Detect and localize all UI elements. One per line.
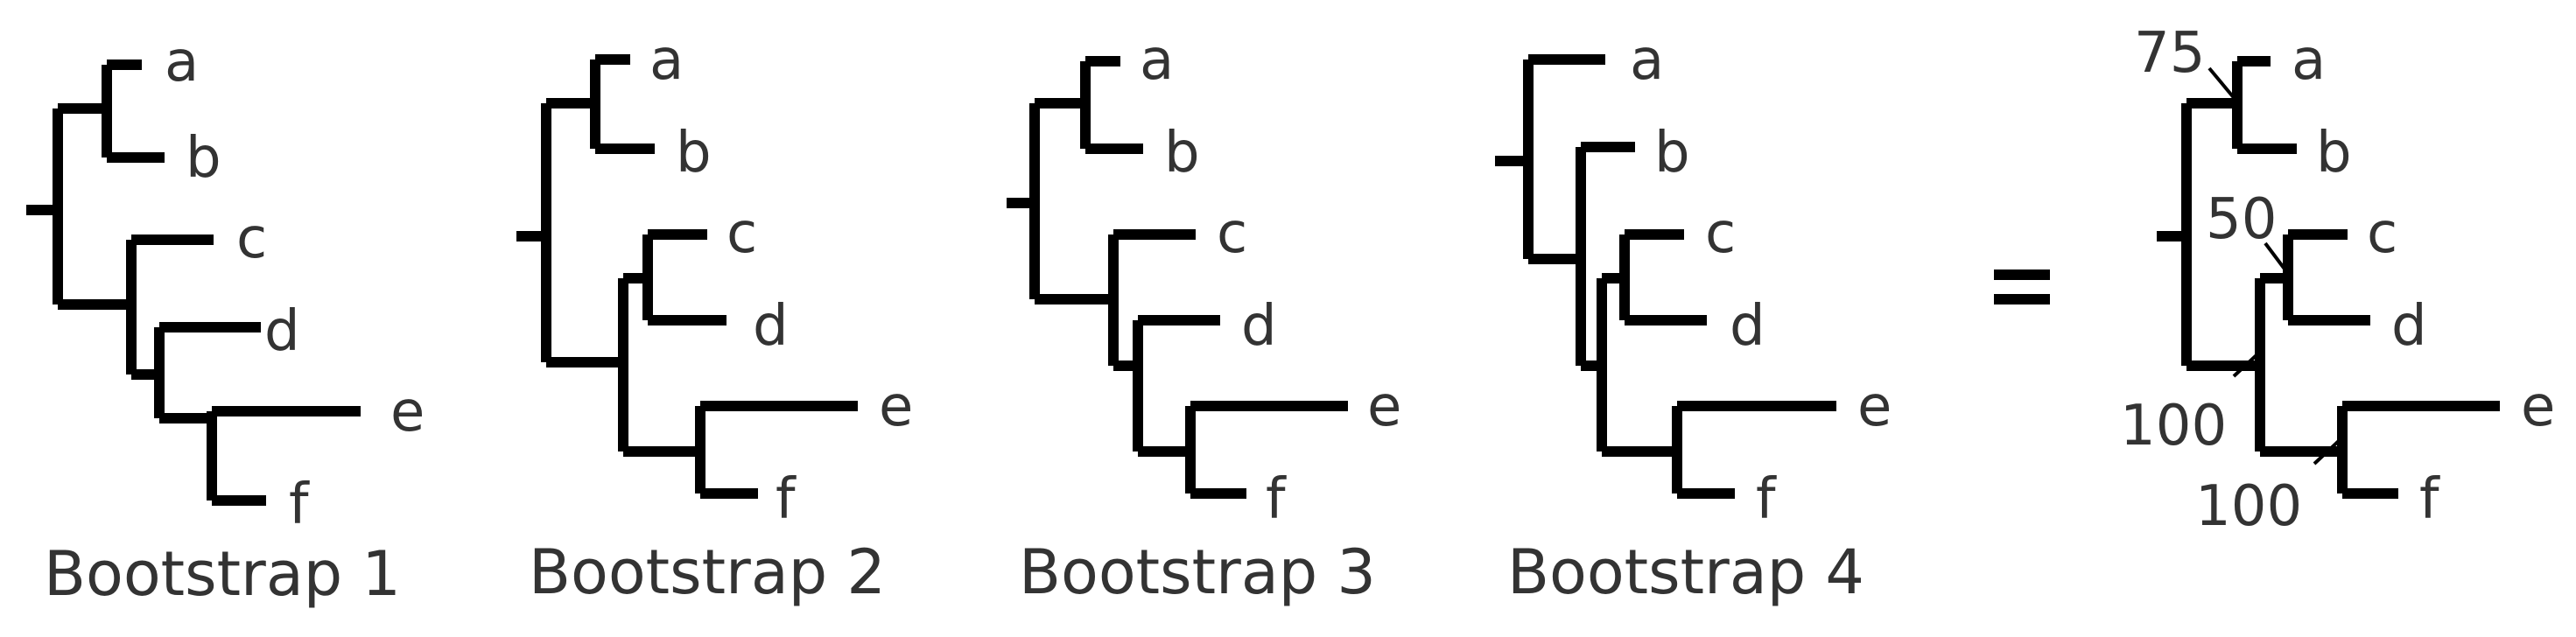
tree-branches <box>516 54 858 499</box>
leaf-label: c <box>236 206 267 271</box>
leaf-label: c <box>2367 201 2397 266</box>
support-value: 100 <box>2195 474 2302 539</box>
tree-bootstrap-2: a b c d e f Bootstrap 2 <box>516 28 913 608</box>
leaf-label: f <box>1266 467 1287 532</box>
leaf-label: a <box>1140 28 1174 93</box>
svg-text:=: = <box>0 0 1 1</box>
leaf-label: b <box>676 121 712 186</box>
leaf-label: b <box>1654 121 1690 186</box>
tree-consensus: a b c d e f 75 50 100 100 <box>2120 21 2555 539</box>
tree-caption: Bootstrap 2 <box>529 536 886 608</box>
leaf-label: f <box>289 472 310 537</box>
tree-caption: Bootstrap 3 <box>1019 536 1376 608</box>
leaf-label: d <box>264 299 300 364</box>
tree-bootstrap-4: a b c d e f Bootstrap 4 <box>1495 28 1892 608</box>
leaf-label: d <box>753 294 789 359</box>
leaf-label: a <box>649 28 684 93</box>
leaf-label: d <box>1241 294 1277 359</box>
leaf-label: a <box>1630 28 1664 93</box>
tree-bootstrap-3: a b c d e f Bootstrap 3 <box>1007 28 1401 608</box>
leaf-label: c <box>1217 201 1247 266</box>
leaf-label: b <box>186 126 221 191</box>
leaf-label: b <box>1164 121 1200 186</box>
leaf-label: f <box>776 467 797 532</box>
leaf-label: c <box>1705 201 1736 266</box>
leaf-label: e <box>1857 374 1892 439</box>
tree-branches <box>1007 56 1348 499</box>
leaf-label: f <box>2419 467 2440 532</box>
support-value: 75 <box>2134 21 2205 86</box>
tree-branches <box>26 60 361 506</box>
equals-sign: = <box>0 0 2050 304</box>
tree-branches <box>1495 54 1836 499</box>
leaf-label: c <box>726 201 757 266</box>
leaf-label: d <box>1730 294 1765 359</box>
tree-bootstrap-1: a b c d e f Bootstrap 1 <box>26 30 425 610</box>
leaf-label: f <box>1756 467 1777 532</box>
tree-branches <box>2157 56 2500 499</box>
support-value: 50 <box>2206 187 2277 252</box>
leaf-label: b <box>2316 121 2352 186</box>
leaf-label: a <box>165 30 199 94</box>
support-leader <box>2207 66 2342 466</box>
leaf-label: e <box>879 374 913 439</box>
leaf-label: d <box>2391 294 2427 359</box>
support-value: 100 <box>2120 394 2227 458</box>
tree-caption: Bootstrap 1 <box>44 538 401 610</box>
leaf-label: e <box>2521 374 2555 439</box>
tree-caption: Bootstrap 4 <box>1507 536 1864 608</box>
leaf-label: e <box>1367 374 1401 439</box>
leaf-label: e <box>390 380 425 444</box>
leaf-label: a <box>2292 28 2326 93</box>
